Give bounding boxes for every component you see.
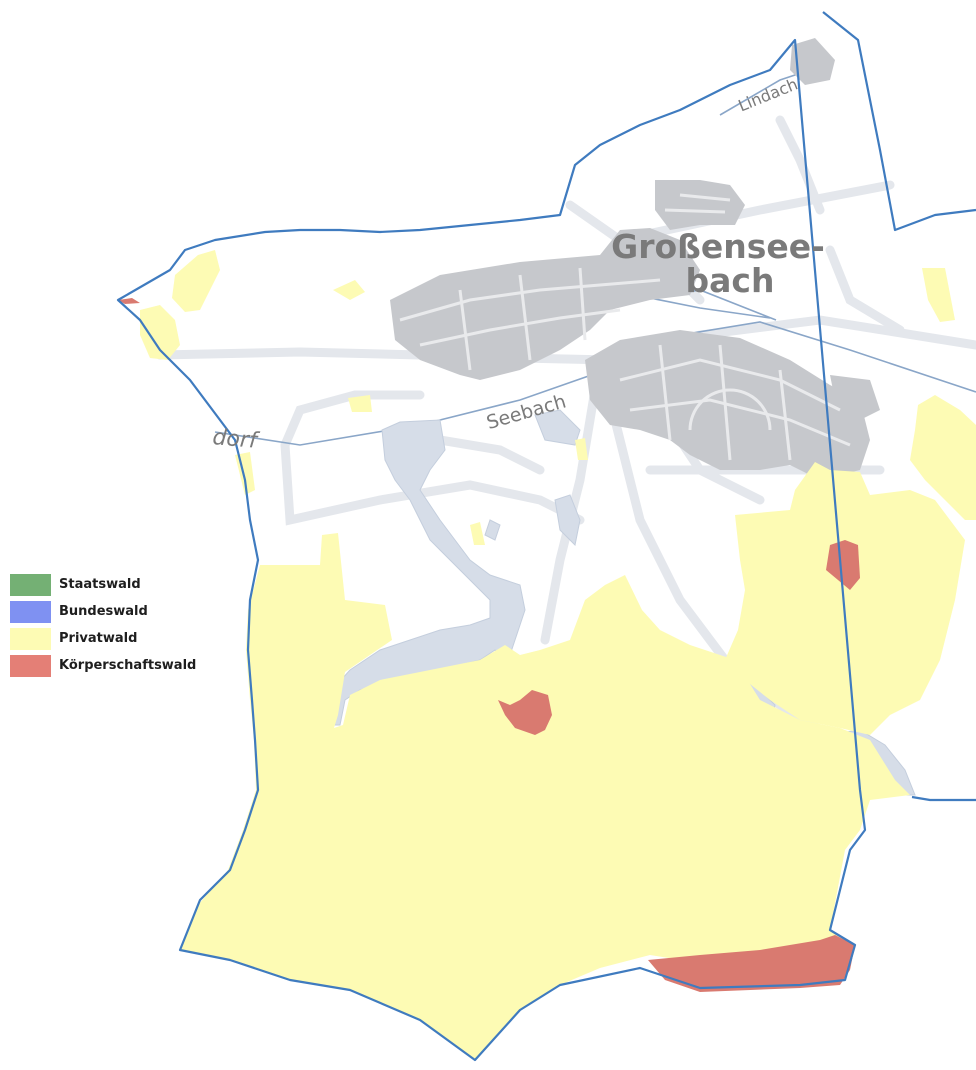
legend-swatch-bundeswald bbox=[10, 600, 51, 623]
legend-item-bundeswald: Bundeswald bbox=[10, 598, 196, 625]
town-label-line1: Großensee- bbox=[611, 227, 825, 266]
legend-label-privatwald: Privatwald bbox=[59, 631, 138, 646]
koerperschaftswald-west-tip bbox=[118, 298, 140, 304]
town-label-line2: bach bbox=[686, 261, 775, 300]
koerperschaftswald-east bbox=[826, 540, 860, 590]
legend-item-koerperschaftswald: Körperschaftswald bbox=[10, 652, 196, 679]
legend-swatch-staatswald bbox=[10, 573, 51, 596]
privatwald-small-3 bbox=[922, 268, 955, 322]
privatwald-small-1 bbox=[333, 280, 365, 300]
legend-swatch-koerperschaftswald bbox=[10, 654, 51, 677]
legend-swatch-privatwald bbox=[10, 627, 51, 650]
legend-item-privatwald: Privatwald bbox=[10, 625, 196, 652]
legend-label-koerperschaftswald: Körperschaftswald bbox=[59, 658, 197, 673]
legend-item-staatswald: Staatswald bbox=[10, 571, 196, 598]
map-legend: Staatswald Bundeswald Privatwald Körpers… bbox=[10, 571, 196, 679]
settlement-streets bbox=[399, 193, 851, 461]
privatwald-east bbox=[725, 462, 965, 735]
privatwald-south bbox=[180, 533, 910, 1060]
legend-label-bundeswald: Bundeswald bbox=[59, 604, 148, 619]
privatwald-areas bbox=[140, 250, 976, 1060]
privatwald-small-2 bbox=[348, 395, 372, 412]
privatwald-west-1 bbox=[172, 250, 220, 312]
village-label-partial: dorf bbox=[211, 425, 260, 454]
municipality-border bbox=[116, 11, 976, 1062]
privatwald-west-2 bbox=[140, 305, 180, 360]
koerperschaftswald-areas bbox=[118, 298, 860, 992]
privatwald-small-5 bbox=[470, 522, 485, 545]
koerperschaftswald-south bbox=[648, 935, 855, 992]
privatwald-small-6 bbox=[575, 438, 588, 460]
legend-label-staatswald: Staatswald bbox=[59, 577, 141, 592]
privatwald-northeast bbox=[910, 395, 976, 520]
koerperschaftswald-center bbox=[498, 690, 552, 735]
